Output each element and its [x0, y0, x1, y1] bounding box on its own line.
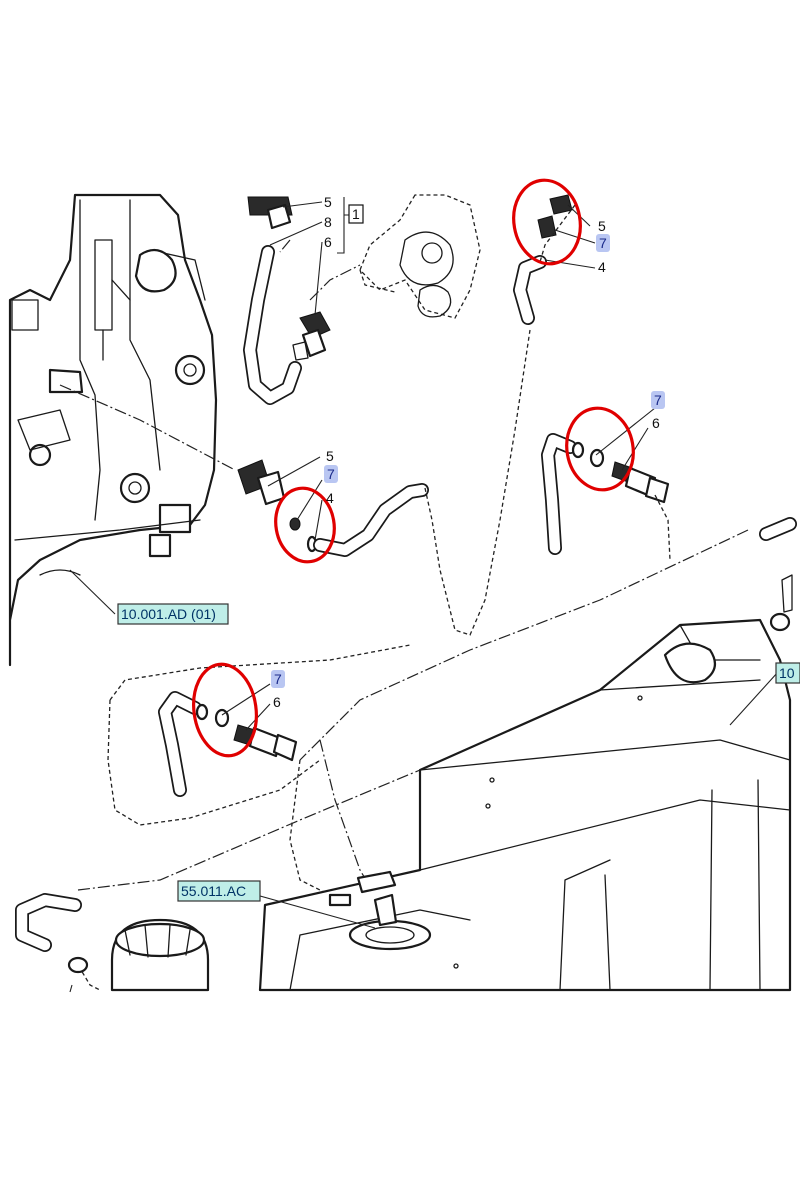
callout-mid-right-6: 6	[652, 415, 660, 431]
callout-top-right-7: 7	[599, 235, 607, 251]
engine-frame	[8, 193, 218, 667]
group-number-box	[348, 204, 364, 224]
callout-mid-right-7-highlight	[651, 391, 665, 409]
highlight-circle-lower-left	[192, 662, 258, 758]
top-right-fitting	[513, 194, 576, 325]
mid-right-fitting	[541, 433, 671, 561]
leader-lines	[69, 197, 779, 993]
tank-reference: 55.011.AC	[181, 883, 246, 899]
callout-top-left-6: 6	[324, 234, 332, 250]
right-edge-parts	[759, 517, 797, 632]
reference-labels: 10.001.AD (01) 55.011.AC 10	[117, 603, 800, 902]
highlight-circles	[192, 178, 635, 758]
group-number: 1	[352, 206, 360, 222]
frame-reference: 10.001.AD (01)	[121, 606, 216, 622]
top-fitting-assembly	[243, 196, 361, 405]
lower-left-fitting	[107, 644, 411, 826]
callout-mid-left-7: 7	[327, 466, 335, 482]
callout-lower-left-7-highlight	[271, 670, 285, 688]
filler-cap	[15, 893, 210, 992]
edge-reference: 10	[779, 665, 795, 681]
tank-reference-box	[177, 880, 261, 902]
callout-mid-left-5: 5	[326, 448, 334, 464]
highlight-circle-top-right	[512, 178, 582, 266]
callout-mid-left-7-highlight	[324, 465, 338, 483]
mounting-bracket	[359, 194, 481, 319]
highlight-circle-mid-left	[274, 486, 336, 564]
highlight-circle-mid-right	[565, 406, 635, 492]
callout-lower-left-7: 7	[274, 671, 282, 687]
callout-top-left-5: 5	[324, 194, 332, 210]
edge-reference-box	[775, 662, 800, 684]
frame-reference-box	[117, 603, 229, 625]
callout-top-right-4: 4	[598, 259, 606, 275]
callout-lower-left-6: 6	[273, 694, 281, 710]
callout-top-left-8: 8	[324, 214, 332, 230]
fuel-tank	[258, 618, 792, 992]
callout-mid-right-7: 7	[654, 392, 662, 408]
callout-mid-left-4: 4	[326, 490, 334, 506]
callout-top-right-7-highlight	[596, 234, 610, 252]
callout-numbers: 5 8 6 1 5 7 4 7 6 5 7 4 7 6	[271, 194, 665, 710]
callout-top-right-5: 5	[598, 218, 606, 234]
mid-left-fitting	[59, 329, 531, 636]
